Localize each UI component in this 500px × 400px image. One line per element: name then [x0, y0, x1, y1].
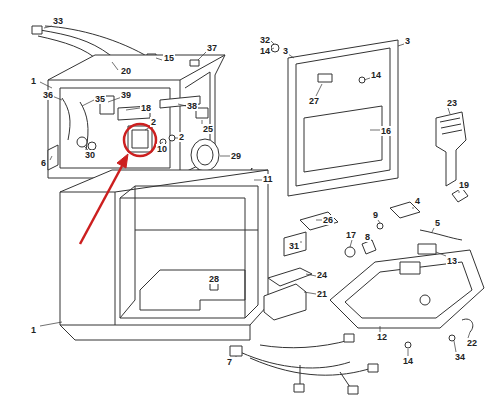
callout-number: 18 — [140, 103, 152, 113]
callout-number: 24 — [316, 270, 328, 280]
callout-number: 37 — [206, 43, 218, 53]
callout-number: 9 — [372, 210, 379, 220]
callout-number: 39 — [120, 90, 132, 100]
callout-number: 36 — [42, 90, 54, 100]
callout-number: 10 — [156, 144, 168, 154]
callout-number: 5 — [434, 218, 441, 228]
callout-number: 14 — [402, 356, 414, 366]
callout-number: 14 — [370, 70, 382, 80]
callout-number: 28 — [208, 274, 220, 284]
callout-number: 23 — [446, 98, 458, 108]
callout-number: 38 — [186, 101, 198, 111]
callout-number: 33 — [52, 16, 64, 26]
callout-number: 1 — [30, 76, 37, 86]
callout-number: 1 — [30, 325, 37, 335]
callout-number: 8 — [364, 232, 371, 242]
callout-number: 7 — [226, 357, 233, 367]
callout-number: 31 — [288, 241, 300, 251]
callout-number: 12 — [376, 332, 388, 342]
callout-number: 3 — [282, 46, 289, 56]
callout-number: 17 — [345, 230, 357, 240]
callout-number: 2 — [178, 132, 185, 142]
callout-number: 13 — [446, 256, 458, 266]
callout-number: 21 — [316, 289, 328, 299]
callout-number: 25 — [202, 124, 214, 134]
callout-number: 3 — [404, 36, 411, 46]
callout-number: 26 — [322, 215, 334, 225]
callout-number: 20 — [120, 66, 132, 76]
callout-number: 27 — [308, 96, 320, 106]
callout-number: 22 — [466, 338, 478, 348]
callout-number: 6 — [40, 158, 47, 168]
callout-number: 30 — [84, 150, 96, 160]
callout-number: 19 — [458, 180, 470, 190]
callout-number: 14 — [259, 46, 271, 56]
callout-number: 32 — [259, 35, 271, 45]
callout-number: 34 — [454, 352, 466, 362]
callout-number: 29 — [230, 151, 242, 161]
callout-number: 2 — [150, 117, 157, 127]
callout-number: 35 — [94, 94, 106, 104]
callout-number: 11 — [262, 174, 274, 184]
callout-number: 4 — [414, 196, 421, 206]
callout-number: 15 — [163, 53, 175, 63]
callout-number: 16 — [380, 126, 392, 136]
